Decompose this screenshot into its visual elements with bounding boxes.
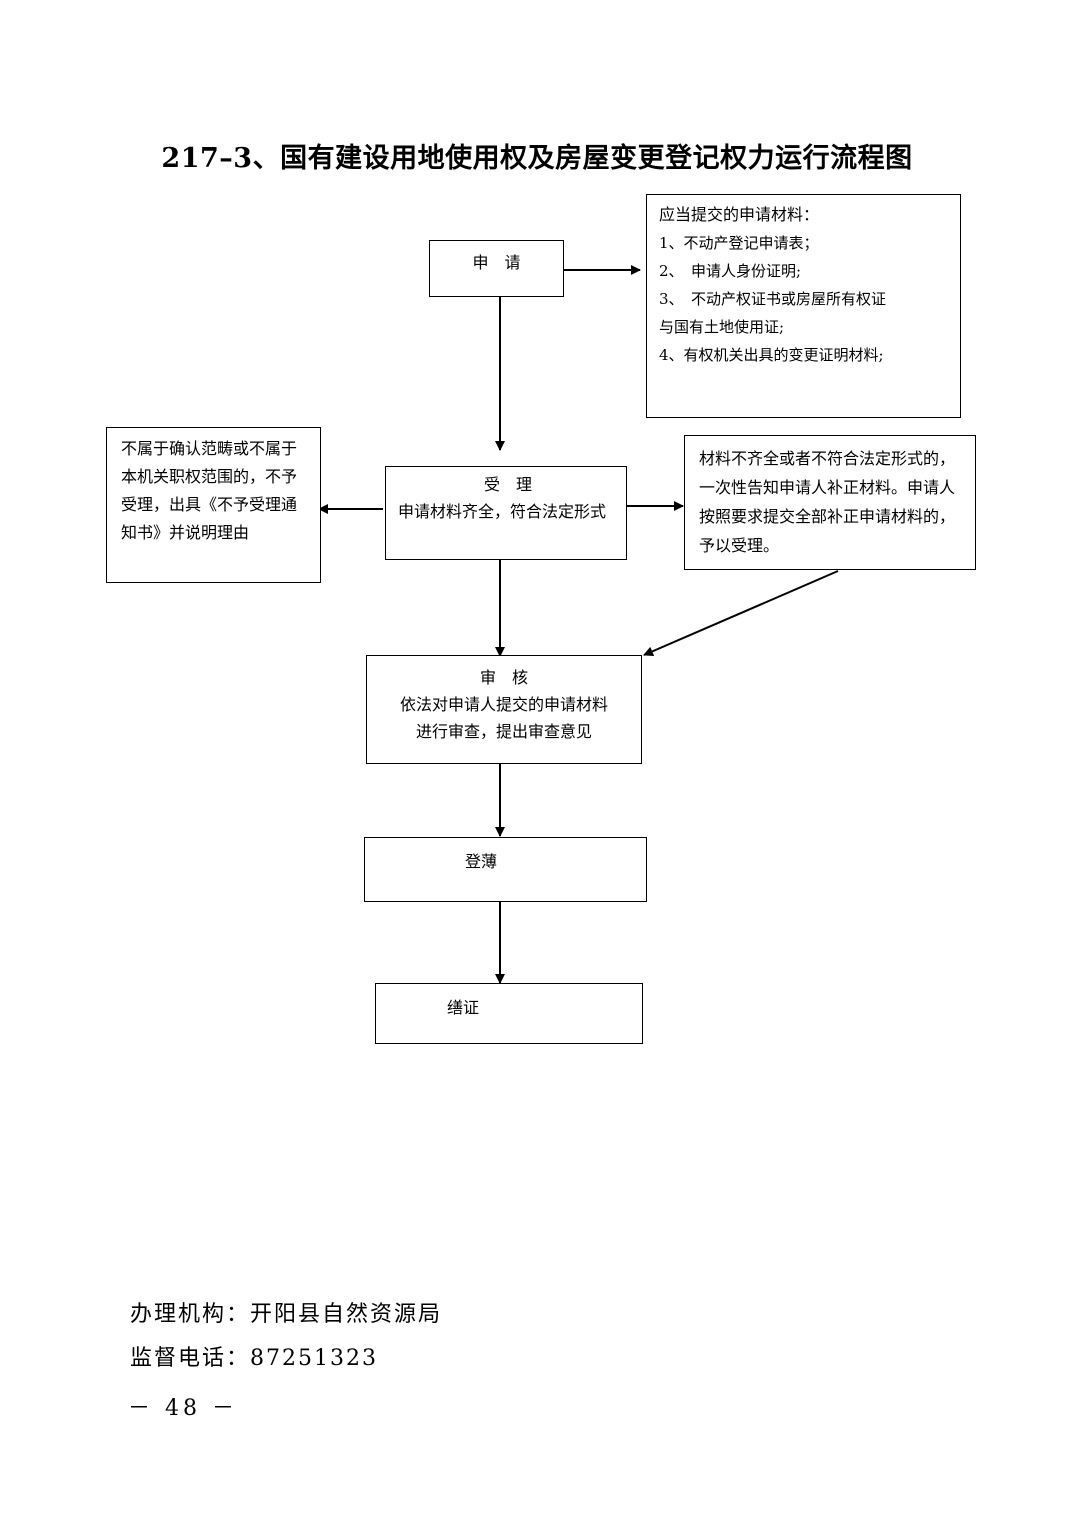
register-box: 登薄 <box>364 837 647 902</box>
certificate-label: 缮证 <box>447 998 480 1017</box>
materials-item-4: 4、有权机关出具的变更证明材料; <box>659 346 884 364</box>
apply-box: 申 请 <box>429 240 564 297</box>
phone-line: 监督电话：87251323 <box>130 1346 378 1371</box>
reject-box: 不属于确认范畴或不属于本机关职权范围的，不予受理，出具《不予受理通知书》并说明理… <box>106 427 321 583</box>
materials-item-2: 2、 申请人身份证明; <box>659 262 802 280</box>
materials-box: 应当提交的申请材料： 1、不动产登记申请表； 2、 申请人身份证明; 3、 不动… <box>646 194 961 418</box>
page-number: － 48 － <box>128 1396 238 1421</box>
review-line2: 进行审查，提出审查意见 <box>415 722 592 741</box>
materials-item-3-cont: 与国有土地使用证; <box>659 318 785 336</box>
materials-item-3: 3、 不动产权证书或房屋所有权证 <box>659 290 887 308</box>
materials-item-1: 1、不动产登记申请表； <box>659 234 819 252</box>
agency-line: 办理机构：开阳县自然资源局 <box>130 1302 443 1327</box>
arrow-supplement-to-review <box>643 570 839 657</box>
supplement-text: 材料不齐全或者不符合法定形式的，一次性告知申请人补正材料。申请人按照要求提交全部… <box>699 449 956 555</box>
apply-label: 申 请 <box>472 253 521 272</box>
materials-heading: 应当提交的申请材料： <box>659 205 820 224</box>
register-label: 登薄 <box>465 852 498 871</box>
reject-text: 不属于确认范畴或不属于本机关职权范围的，不予受理，出具《不予受理通知书》并说明理… <box>121 439 298 542</box>
certificate-box: 缮证 <box>375 983 643 1044</box>
review-label: 审 核 <box>479 668 528 687</box>
accept-text: 申请材料齐全，符合法定形式 <box>398 502 607 521</box>
accept-label: 受 理 <box>483 475 532 494</box>
page-title: 217–3、国有建设用地使用权及房屋变更登记权力运行流程图 <box>161 143 913 174</box>
review-box: 审 核 依法对申请人提交的申请材料 进行审查，提出审查意见 <box>366 655 642 764</box>
review-line1: 依法对申请人提交的申请材料 <box>399 695 608 714</box>
supplement-box: 材料不齐全或者不符合法定形式的，一次性告知申请人补正材料。申请人按照要求提交全部… <box>684 435 976 570</box>
accept-box: 受 理 申请材料齐全，符合法定形式 <box>385 466 627 560</box>
